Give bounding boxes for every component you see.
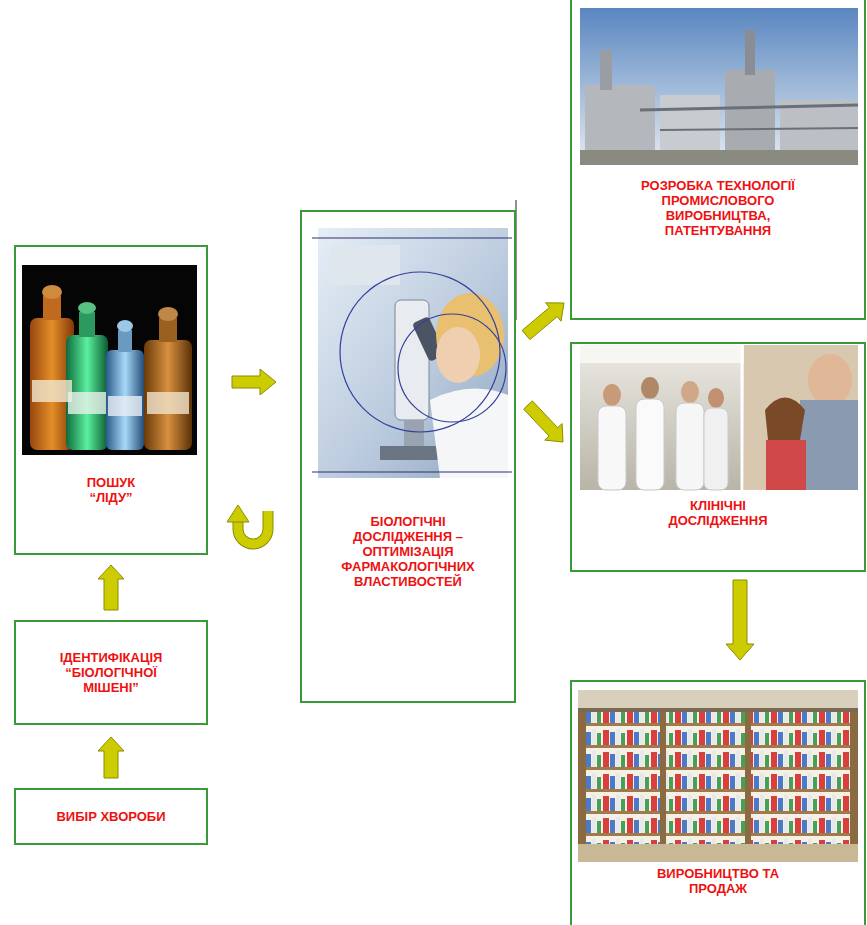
box-label: ПОШУК “ЛІДУ” (71, 475, 151, 505)
flow-arrow (726, 580, 754, 660)
box-label: БІОЛОГІЧНІ ДОСЛІДЖЕННЯ – ОПТИМІЗАЦІЯ ФАР… (328, 514, 488, 589)
flow-arrow (232, 369, 276, 395)
box-label: ВИБІР ХВОРОБИ (56, 809, 165, 824)
process-box: ВИБІР ХВОРОБИ (14, 788, 208, 845)
process-box: КЛІНІЧНІ ДОСЛІДЖЕННЯ (570, 342, 866, 572)
process-box: ПОШУК “ЛІДУ” (14, 245, 208, 555)
flow-arrow (524, 401, 563, 442)
box-label: ІДЕНТИФІКАЦІЯ “БІОЛОГІЧНОЇ МІШЕНІ” (51, 650, 171, 695)
process-box: БІОЛОГІЧНІ ДОСЛІДЖЕННЯ – ОПТИМІЗАЦІЯ ФАР… (300, 210, 516, 703)
process-box: ВИРОБНИЦТВО ТА ПРОДАЖ (570, 680, 866, 925)
flow-arrow (522, 303, 564, 340)
box-label: ВИРОБНИЦТВО ТА ПРОДАЖ (648, 866, 788, 896)
box-label: РОЗРОБКА ТЕХНОЛОГІЇ ПРОМИСЛОВОГО ВИРОБНИ… (623, 178, 813, 238)
flow-arrow (98, 737, 124, 778)
flow-arrow (227, 505, 268, 544)
process-box: ІДЕНТИФІКАЦІЯ “БІОЛОГІЧНОЇ МІШЕНІ” (14, 620, 208, 725)
flow-arrow (98, 565, 124, 610)
box-label: КЛІНІЧНІ ДОСЛІДЖЕННЯ (663, 498, 773, 528)
process-box: РОЗРОБКА ТЕХНОЛОГІЇ ПРОМИСЛОВОГО ВИРОБНИ… (570, 0, 866, 320)
